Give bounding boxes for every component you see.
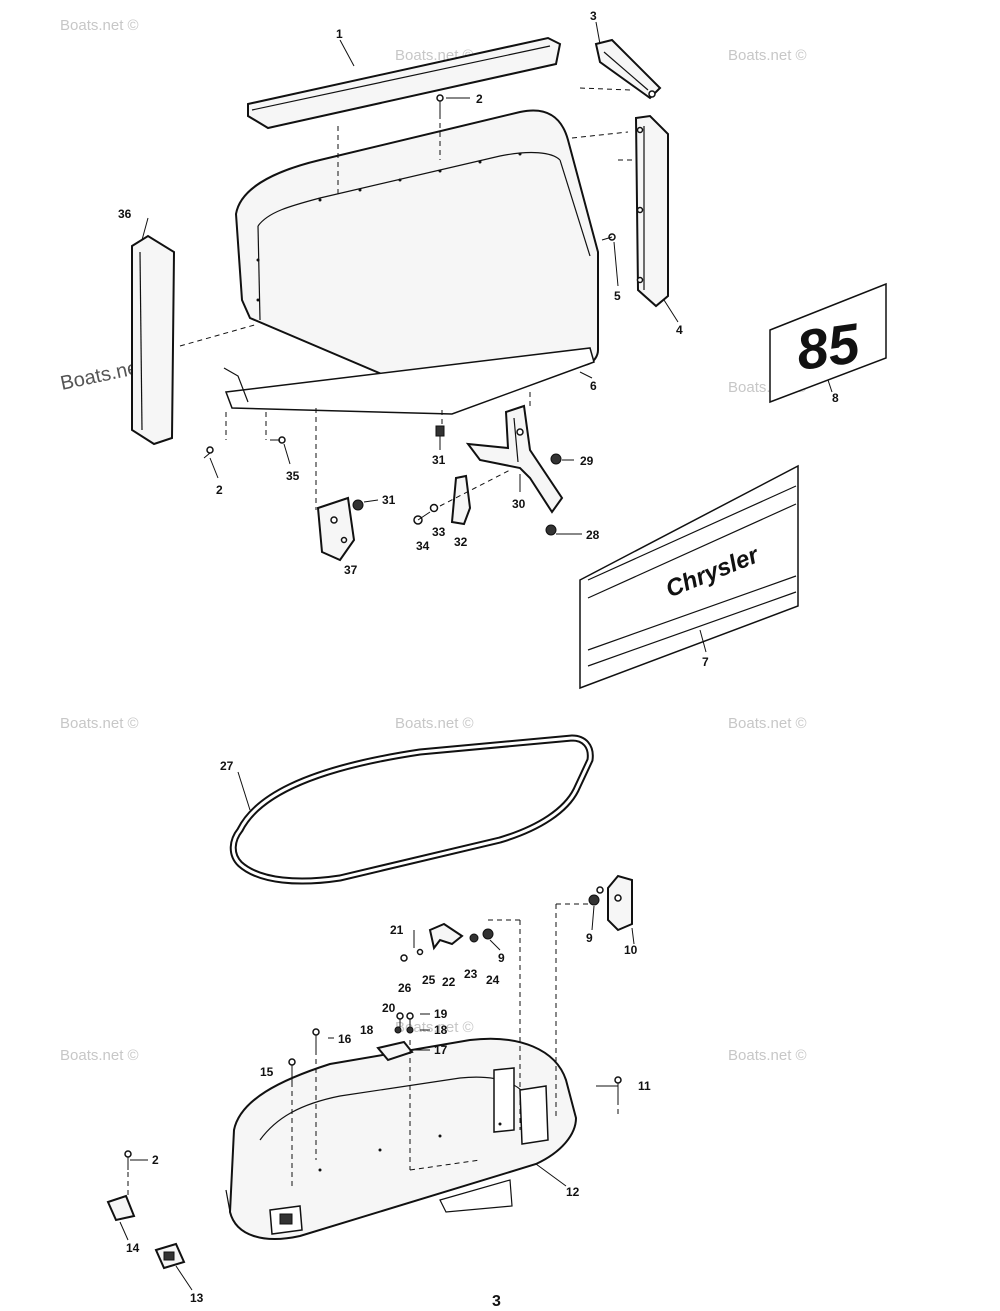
part-12-bottom-cowl	[225, 1037, 578, 1240]
lower-assembly-lines	[127, 903, 619, 1196]
callout-12: 12	[566, 1185, 580, 1199]
part-10-hinge-bracket	[596, 874, 633, 932]
part-13-latch-handle	[154, 1242, 186, 1270]
part-4-rear-trim	[634, 114, 669, 308]
washer-icon	[469, 933, 479, 943]
callout-30: 30	[512, 497, 526, 511]
upper-hardware	[203, 94, 616, 536]
screw-icon	[601, 233, 616, 241]
part-3-rear-bracket	[594, 38, 662, 100]
grommet-icon	[545, 524, 557, 536]
washer-icon	[394, 1026, 402, 1034]
callout-21: 21	[390, 923, 404, 937]
watermark: Boats.net ©	[728, 715, 807, 732]
screw-icon	[400, 954, 408, 962]
part-6-engine-cover	[223, 109, 599, 415]
callout-13: 13	[190, 1291, 204, 1305]
washer-icon	[588, 894, 600, 906]
callout-2: 2	[216, 483, 223, 497]
callout-22: 22	[442, 975, 456, 989]
watermark: Boats.net ©	[60, 1047, 139, 1064]
callout-23: 23	[464, 967, 478, 981]
washer-icon	[416, 948, 424, 956]
callout-4: 4	[676, 323, 683, 337]
callout-15: 15	[260, 1065, 274, 1079]
callout-9: 9	[498, 951, 505, 965]
callout-24: 24	[486, 973, 500, 987]
callout-11: 11	[638, 1079, 651, 1093]
part-36-side-trim	[131, 234, 176, 446]
callout-19: 19	[434, 1007, 448, 1021]
callout-2: 2	[152, 1153, 159, 1167]
callout-28: 28	[586, 528, 600, 542]
watermark: Boats.net ©	[60, 17, 139, 34]
callout-31: 31	[432, 453, 446, 467]
washer-icon	[429, 503, 439, 513]
part-1-top-trim	[247, 36, 562, 130]
callout-18: 18	[360, 1023, 374, 1037]
screw-icon	[614, 1076, 622, 1100]
screw-icon	[312, 1028, 320, 1050]
nut-icon	[550, 453, 562, 465]
part-22-latch-lever	[428, 922, 464, 951]
callout-10: 10	[624, 943, 638, 957]
callout-20: 20	[382, 1001, 396, 1015]
upper-assembly-lines	[179, 87, 636, 510]
callout-18: 18	[434, 1023, 448, 1037]
part-32-latch-hook	[450, 474, 472, 526]
page-number: 3	[492, 1293, 501, 1310]
watermark: Boats.net ©	[60, 715, 139, 732]
callout-7: 7	[702, 655, 709, 669]
callout-6: 6	[590, 379, 597, 393]
callout-35: 35	[286, 469, 300, 483]
part-30-latch-bracket	[465, 404, 564, 514]
part-37-bracket	[316, 496, 356, 562]
callout-26: 26	[398, 981, 412, 995]
part-27-seal	[229, 734, 594, 885]
decal-85-text: 85	[793, 311, 864, 382]
callout-5: 5	[614, 289, 621, 303]
part-7-brand-decal: Chrysler	[579, 464, 799, 690]
callout-25: 25	[422, 973, 436, 987]
callout-32: 32	[454, 535, 468, 549]
watermark: Boats.net ©	[728, 1047, 807, 1064]
callout-17: 17	[434, 1043, 448, 1057]
callout-37: 37	[344, 563, 358, 577]
callout-27: 27	[220, 759, 234, 773]
nut-icon	[482, 928, 494, 940]
washer-icon	[406, 1026, 414, 1034]
callout-2: 2	[476, 92, 483, 106]
callout-8: 8	[832, 391, 839, 405]
watermark: Boats.net ©	[728, 47, 807, 64]
screw-icon	[413, 511, 431, 525]
screw-icon	[436, 94, 444, 114]
part-17-latch-block	[376, 1040, 414, 1062]
screw-icon	[396, 1012, 404, 1032]
callout-16: 16	[338, 1032, 352, 1046]
callout-29: 29	[580, 454, 594, 468]
callout-9: 9	[586, 931, 593, 945]
lower-hardware	[124, 894, 622, 1170]
screw-icon	[270, 436, 286, 444]
callout-34: 34	[416, 539, 430, 553]
screw-icon	[124, 1150, 132, 1170]
watermark: Boats.net ©	[395, 1019, 474, 1036]
grommet-icon	[435, 425, 445, 437]
screw-icon	[203, 446, 214, 459]
leader-lines	[119, 21, 833, 1291]
callout-3: 3	[590, 9, 597, 23]
watermark: Boats.net ©	[395, 715, 474, 732]
callout-labels: 1 2 3 4 5 6 7 8 2 35 36 31 29 30 31 33 3…	[118, 9, 839, 1305]
callout-14: 14	[126, 1241, 140, 1255]
callout-33: 33	[432, 525, 446, 539]
callout-36: 36	[118, 207, 132, 221]
nut-icon	[352, 499, 364, 511]
screw-icon	[288, 1058, 296, 1082]
part-8-model-decal: 85	[769, 282, 887, 404]
callout-31: 31	[382, 493, 396, 507]
part-14-latch-cover	[106, 1194, 136, 1222]
callout-1: 1	[336, 27, 343, 41]
